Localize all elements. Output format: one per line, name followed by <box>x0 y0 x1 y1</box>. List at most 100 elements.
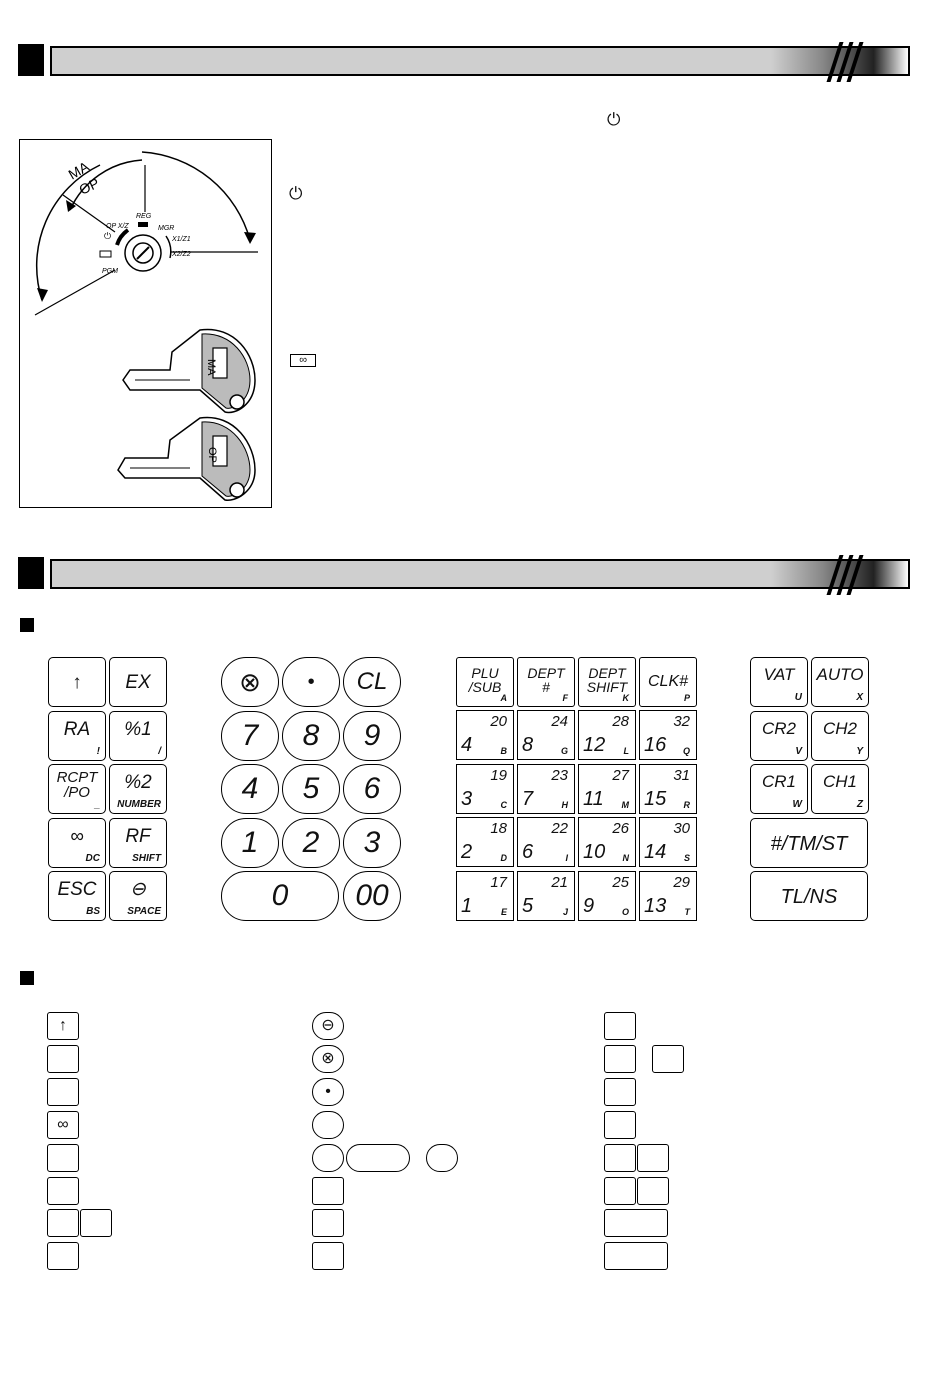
section-marker <box>18 557 44 589</box>
dept-shifted-number: 21 <box>551 873 568 891</box>
key-label: ↑ <box>72 672 82 693</box>
key-label: AUTO <box>816 665 864 684</box>
dept-number: 3 <box>461 787 473 810</box>
key-list-blank <box>652 1045 684 1073</box>
key-tl-ns[interactable]: TL/NS <box>750 871 868 921</box>
key-symbol[interactable]: ∞DC <box>48 817 106 868</box>
key-numeric-1[interactable]: 1 <box>221 817 279 868</box>
key-ra[interactable]: RA! <box>48 710 106 761</box>
key-numeric-7[interactable]: 7 <box>221 710 279 761</box>
key-sublabel: C <box>500 799 508 810</box>
key-sublabel: SPACE <box>127 906 161 917</box>
key-rcpt-po[interactable]: RCPT /PO_ <box>48 764 106 814</box>
key-numeric-4[interactable]: 4 <box>221 764 279 814</box>
subsection-marker <box>20 971 34 985</box>
key-sublabel: DC <box>85 852 100 864</box>
key-sublabel: O <box>621 906 629 917</box>
dial-pos-x2z2: X2/Z2 <box>171 251 191 258</box>
key-label: RF <box>125 825 151 847</box>
key-list-blank <box>604 1209 668 1237</box>
key-sublabel: BS <box>86 906 100 917</box>
key-sublabel: E <box>500 906 507 917</box>
key-numeric-cl[interactable]: CL <box>343 657 401 707</box>
key-symbol[interactable]: ↑ <box>48 657 106 707</box>
key-numeric-5[interactable]: 5 <box>282 764 340 814</box>
key-numeric-2[interactable]: 2 <box>282 817 340 868</box>
key-sublabel: H <box>561 799 569 810</box>
key-label: VAT <box>763 665 795 684</box>
dept-shifted-number: 25 <box>612 873 629 891</box>
dept-shifted-number: 18 <box>490 820 507 837</box>
dept-number: 5 <box>522 894 534 917</box>
key-numeric-0[interactable]: 0 <box>221 871 339 921</box>
op-key-illustration: OP <box>117 416 256 501</box>
section-header-bar <box>50 559 910 589</box>
key-list-blank <box>604 1144 636 1172</box>
key-numeric-8[interactable]: 8 <box>282 710 340 761</box>
key-clk[interactable]: CLK#P <box>639 657 697 707</box>
key-numeric-9[interactable]: 9 <box>343 710 401 761</box>
dept-number: 14 <box>644 841 667 863</box>
key-rf[interactable]: RF SHIFT <box>109 817 167 868</box>
key-label: ⊖ <box>130 879 146 900</box>
key-symbol[interactable]: ⊖ SPACE <box>109 871 167 921</box>
ma-key-label: MA <box>205 359 217 376</box>
key-label: RCPT /PO <box>56 769 98 801</box>
key-label: CH1 <box>822 772 857 791</box>
key-label: EX <box>125 672 151 693</box>
key-numeric-6[interactable]: 6 <box>343 764 401 814</box>
key-numeric-symbol[interactable]: ⊗ <box>221 657 279 707</box>
key-auto[interactable]: AUTO X <box>811 657 869 707</box>
key-sublabel: I <box>565 853 568 863</box>
key-sublabel: SHIFT <box>132 852 161 864</box>
key-list-blank <box>47 1144 79 1172</box>
key-1[interactable]: %1/ <box>109 710 167 761</box>
key-list-blank <box>604 1012 636 1040</box>
key-numeric-00[interactable]: 00 <box>343 871 401 921</box>
key-numeric-symbol[interactable]: • <box>282 657 340 707</box>
key-sublabel: X <box>856 692 863 703</box>
key-dept[interactable]: DEPT #F <box>517 657 575 707</box>
dept-shifted-number: 26 <box>612 820 629 837</box>
key-sublabel: S <box>683 853 690 863</box>
key-label: PLU /SUB <box>468 665 502 695</box>
key-tm-st[interactable]: #/TM/ST <box>750 817 868 868</box>
key-list-up: ↑ <box>47 1012 79 1040</box>
key-list-blank <box>47 1078 79 1106</box>
key-list-blank <box>604 1242 668 1270</box>
key-list-blank <box>312 1209 344 1237</box>
subsection-marker <box>20 618 34 632</box>
key-list-blank <box>426 1144 458 1172</box>
key-numeric-3[interactable]: 3 <box>343 817 401 868</box>
dept-shifted-number: 24 <box>551 713 568 730</box>
key-ex[interactable]: EX <box>109 657 167 707</box>
dial-pos-opxz: OP X/Z <box>106 223 129 230</box>
key-sublabel: A <box>500 693 508 703</box>
dial-label-op: OP <box>77 175 102 198</box>
